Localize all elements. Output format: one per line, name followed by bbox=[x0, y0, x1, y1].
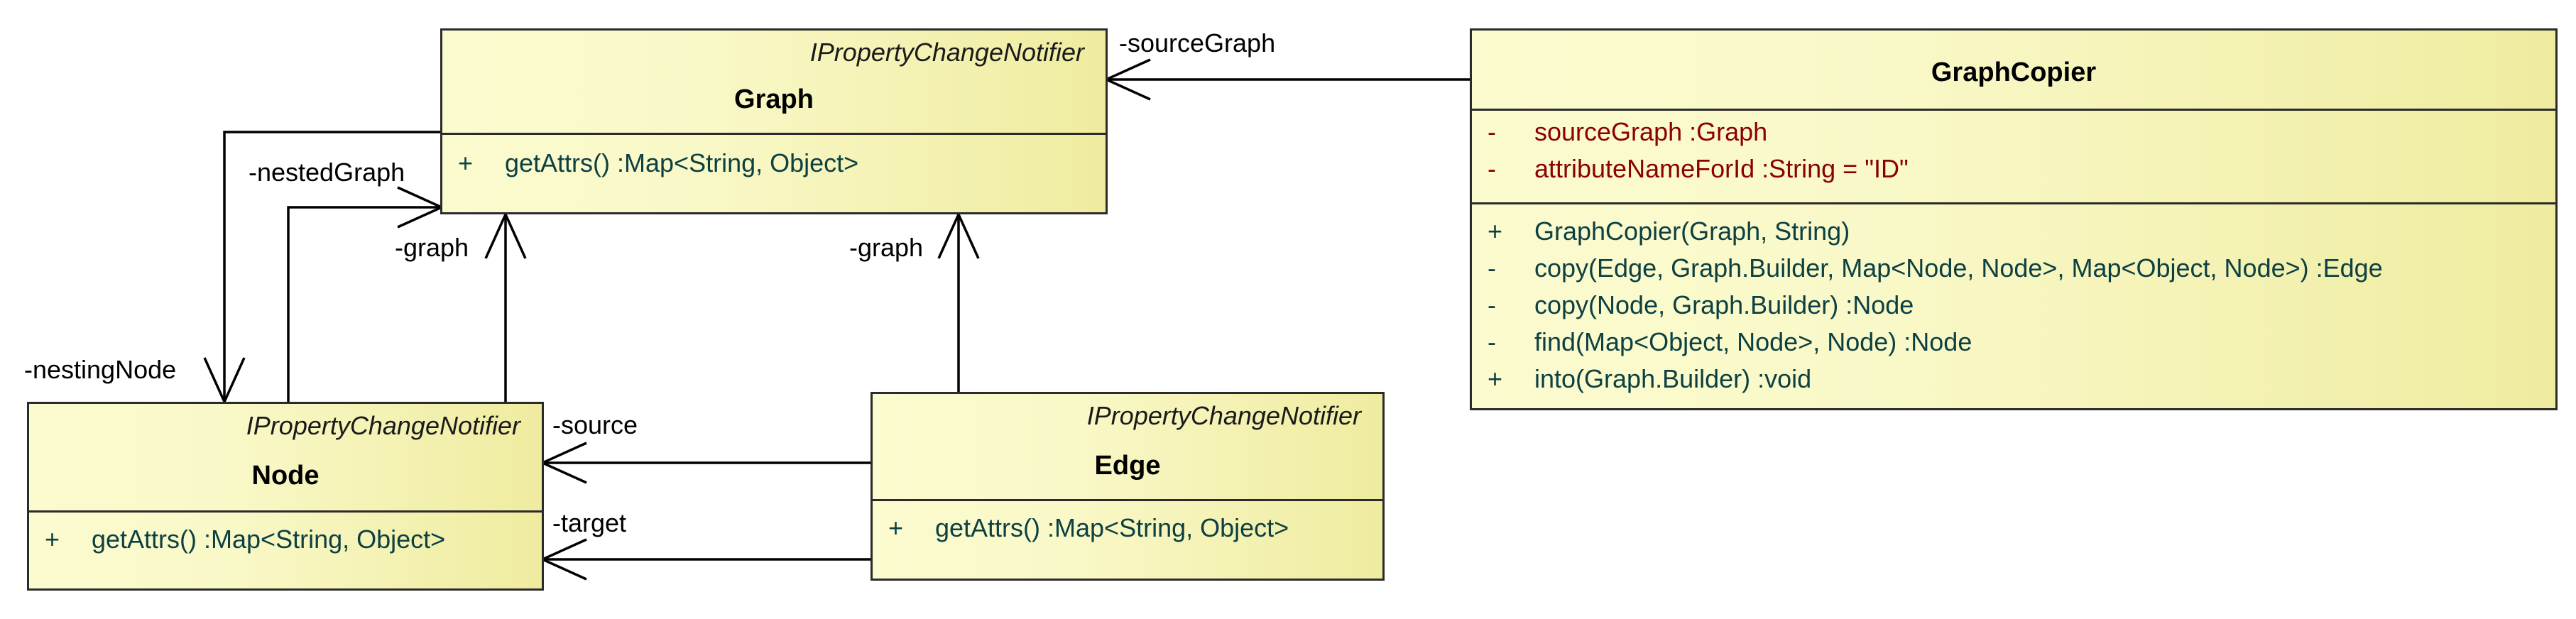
class-graphcopier[interactable]: GraphCopier - sourceGraph :Graph - attri… bbox=[1470, 28, 2558, 410]
role-label-edge-graph: -graph bbox=[849, 233, 924, 262]
role-label-nested-graph: -nestedGraph bbox=[249, 158, 405, 187]
role-label-source: -source bbox=[552, 410, 638, 439]
node-stereotype: IPropertyChangeNotifier bbox=[246, 411, 520, 440]
graphcopier-divider-1 bbox=[1472, 109, 2555, 111]
graph-divider bbox=[442, 133, 1106, 135]
operation-signature: copy(Edge, Graph.Builder, Map<Node, Node… bbox=[1534, 253, 2383, 283]
role-label-target: -target bbox=[552, 508, 627, 537]
role-label-node-graph: -graph bbox=[395, 233, 469, 262]
attribute-signature: sourceGraph :Graph bbox=[1534, 117, 1768, 146]
role-label-source-graph: -sourceGraph bbox=[1119, 28, 1276, 57]
class-node[interactable]: IPropertyChangeNotifier Node + getAttrs(… bbox=[27, 402, 544, 591]
association-edge-to-node-target bbox=[539, 538, 871, 581]
graph-class-name: Graph bbox=[734, 84, 814, 114]
operation-signature: getAttrs() :Map<String, Object> bbox=[92, 525, 446, 554]
visibility-marker: - bbox=[1488, 117, 1496, 146]
role-label-nesting-node: -nestingNode bbox=[24, 355, 177, 384]
operation-signature: copy(Node, Graph.Builder) :Node bbox=[1534, 290, 1914, 319]
visibility-marker: + bbox=[1488, 217, 1503, 246]
edge-divider bbox=[873, 499, 1382, 501]
graphcopier-divider-2 bbox=[1472, 202, 2555, 204]
operation-signature: GraphCopier(Graph, String) bbox=[1534, 217, 1850, 246]
visibility-marker: - bbox=[1488, 253, 1496, 283]
association-graphcopier-to-graph bbox=[1103, 58, 1471, 101]
graphcopier-class-name: GraphCopier bbox=[1931, 57, 2097, 87]
association-edge-to-graph bbox=[937, 211, 980, 392]
visibility-marker: - bbox=[1488, 290, 1496, 319]
visibility-marker: + bbox=[458, 148, 474, 177]
visibility-marker: - bbox=[1488, 154, 1496, 183]
node-divider bbox=[29, 510, 542, 513]
attribute-signature: attributeNameForId :String = "ID" bbox=[1534, 154, 1909, 183]
graph-stereotype: IPropertyChangeNotifier bbox=[809, 38, 1084, 67]
association-edge-to-node-source bbox=[539, 442, 871, 484]
association-node-to-graph-nested bbox=[287, 186, 445, 402]
operation-signature: into(Graph.Builder) :void bbox=[1534, 364, 1812, 393]
visibility-marker: - bbox=[1488, 327, 1496, 356]
association-node-to-graph bbox=[484, 211, 527, 402]
visibility-marker: + bbox=[1488, 364, 1503, 393]
operation-signature: getAttrs() :Map<String, Object> bbox=[935, 513, 1289, 542]
edge-class-name: Edge bbox=[1094, 451, 1161, 481]
class-graph[interactable]: IPropertyChangeNotifier Graph + getAttrs… bbox=[440, 28, 1108, 214]
visibility-marker: + bbox=[888, 513, 904, 542]
edge-stereotype: IPropertyChangeNotifier bbox=[1086, 401, 1361, 430]
operation-signature: getAttrs() :Map<String, Object> bbox=[505, 148, 859, 177]
class-edge[interactable]: IPropertyChangeNotifier Edge + getAttrs(… bbox=[871, 392, 1385, 581]
operation-signature: find(Map<Object, Node>, Node) :Node bbox=[1534, 327, 1972, 356]
visibility-marker: + bbox=[45, 525, 60, 554]
node-class-name: Node bbox=[251, 461, 320, 491]
